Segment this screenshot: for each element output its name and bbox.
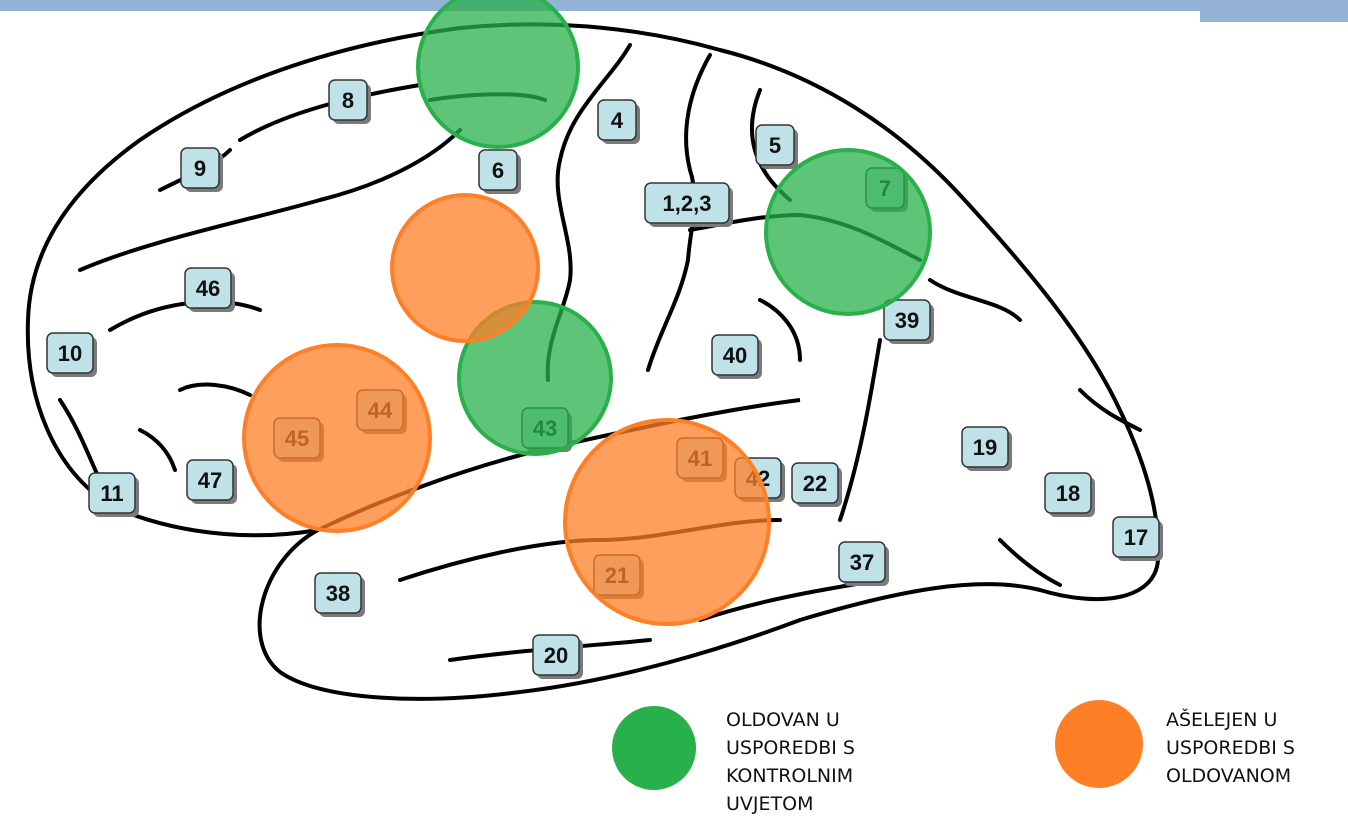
- area-label-text: 1,2,3: [663, 191, 712, 216]
- area-label-text: 22: [803, 471, 827, 496]
- area-label-text: 5: [769, 133, 781, 158]
- area-label-text: 17: [1124, 525, 1148, 550]
- area-label-20: 20: [532, 634, 583, 679]
- area-label-9: 9: [180, 147, 223, 192]
- area-label-39: 39: [883, 299, 934, 344]
- area-label-37: 37: [838, 541, 889, 586]
- orange-highlight-circle: [390, 193, 540, 343]
- area-label-text: 47: [198, 468, 222, 493]
- area-label-1-2-3: 1,2,3: [644, 182, 733, 227]
- area-label-text: 19: [973, 435, 997, 460]
- area-label-8: 8: [328, 79, 371, 124]
- legend-orange-text: AŠELEJEN U USPOREDBI S OLDOVANOM: [1166, 709, 1295, 787]
- green-highlight-circle: [416, 0, 580, 149]
- area-label-text: 18: [1056, 481, 1080, 506]
- orange-highlight-circle: [242, 343, 432, 533]
- top-accent-bar: [0, 0, 1348, 11]
- legend-green-swatch: [612, 706, 696, 790]
- area-label-47: 47: [186, 459, 237, 504]
- area-label-4: 4: [597, 99, 640, 144]
- area-label-11: 11: [88, 472, 139, 517]
- area-label-text: 20: [544, 643, 568, 668]
- area-label-text: 40: [723, 343, 747, 368]
- area-label-22: 22: [791, 462, 842, 507]
- green-highlight-circle: [457, 300, 613, 456]
- area-label-19: 19: [961, 426, 1012, 471]
- area-label-text: 46: [196, 276, 220, 301]
- area-label-text: 8: [342, 88, 354, 113]
- area-label-text: 37: [850, 550, 874, 575]
- legend-green-text: OLDOVAN U USPOREDBI S KONTROLNIM UVJETOM: [726, 709, 855, 815]
- legend-orange-swatch: [1055, 700, 1143, 788]
- area-label-40: 40: [711, 334, 762, 379]
- orange-highlight-circle: [563, 418, 771, 626]
- area-label-text: 39: [895, 308, 919, 333]
- area-label-10: 10: [46, 332, 97, 377]
- area-label-17: 17: [1112, 516, 1163, 561]
- area-label-5: 5: [755, 124, 798, 169]
- area-label-text: 4: [611, 108, 624, 133]
- top-accent-bar-corner: [1200, 0, 1348, 22]
- green-highlight-circle: [764, 148, 932, 316]
- area-label-text: 38: [326, 581, 350, 606]
- area-label-46: 46: [184, 267, 235, 312]
- area-label-text: 9: [194, 156, 206, 181]
- highlight-circles: [242, 0, 932, 626]
- area-label-18: 18: [1044, 472, 1095, 517]
- area-label-38: 38: [314, 572, 365, 617]
- area-label-6: 6: [478, 149, 521, 194]
- area-label-text: 6: [492, 158, 504, 183]
- area-label-text: 10: [58, 341, 82, 366]
- area-label-text: 11: [100, 481, 123, 506]
